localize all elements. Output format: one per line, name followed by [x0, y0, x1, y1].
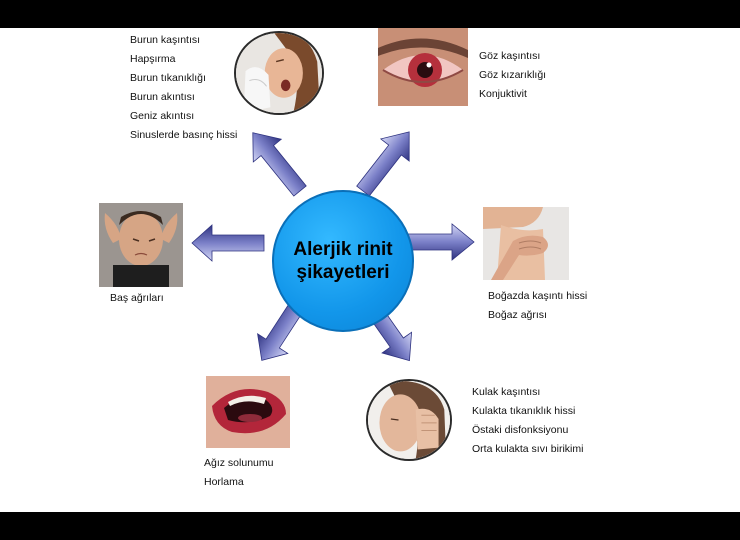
- symptom-item: Ağız solunumu: [204, 457, 274, 469]
- head-symptom-list: Baş ağrıları: [110, 289, 164, 308]
- symptom-item: Sinuslerde basınç hissi: [130, 129, 238, 141]
- throat-symptom-list: Boğazda kaşıntı hissi Boğaz ağrısı: [488, 287, 587, 325]
- symptom-item: Boğaz ağrısı: [488, 309, 547, 321]
- symptom-item: Orta kulakta sıvı birikimi: [472, 443, 584, 455]
- arrow-to-nose: [252, 132, 307, 197]
- symptom-item: Boğazda kaşıntı hissi: [488, 290, 588, 302]
- symptom-item: Konjuktivit: [479, 88, 527, 100]
- symptom-item: Burun akıntısı: [130, 91, 195, 103]
- symptom-item: Burun kaşıntısı: [130, 34, 201, 46]
- symptom-item: Burun tıkanıklığı: [130, 72, 206, 84]
- symptom-item: Kulakta tıkanıklık hissi: [472, 405, 576, 417]
- symptom-item: Göz kızarıklığı: [479, 69, 547, 81]
- symptom-item: Baş ağrıları: [110, 292, 164, 304]
- symptom-item: Kulak kaşıntısı: [472, 386, 541, 398]
- eye-symptom-list: Göz kaşıntısı Göz kızarıklığı Konjuktivi…: [479, 47, 546, 104]
- arrow-to-head: [191, 224, 265, 262]
- open-mouth-photo: [206, 376, 290, 448]
- symptom-item: Hapşırma: [130, 53, 176, 65]
- headache-person-photo: [99, 203, 183, 287]
- central-topic-circle: Alerjik rinit şikayetleri: [272, 190, 414, 332]
- red-eye-photo: [378, 28, 468, 106]
- central-topic-line-1: Alerjik rinit: [293, 239, 393, 260]
- symptom-item: Göz kaşıntısı: [479, 50, 541, 62]
- diagram-canvas: Alerjik rinit şikayetleri Burun kaşıntıs…: [0, 28, 740, 512]
- mouth-symptom-list: Ağız solunumu Horlama: [204, 454, 273, 492]
- sore-throat-photo: [483, 207, 569, 280]
- symptom-item: Östaki disfonksiyonu: [472, 424, 569, 436]
- nose-symptom-list: Burun kaşıntısı Hapşırma Burun tıkanıklı…: [130, 31, 237, 145]
- sneezing-person-photo: [234, 31, 324, 115]
- arrow-to-eye: [356, 131, 410, 197]
- ear-symptom-list: Kulak kaşıntısı Kulakta tıkanıklık hissi…: [472, 383, 583, 459]
- symptom-item: Horlama: [204, 476, 244, 488]
- ear-pain-photo: [366, 379, 452, 461]
- symptom-item: Geniz akıntısı: [130, 110, 195, 122]
- central-topic-line-2: şikayetleri: [296, 262, 390, 283]
